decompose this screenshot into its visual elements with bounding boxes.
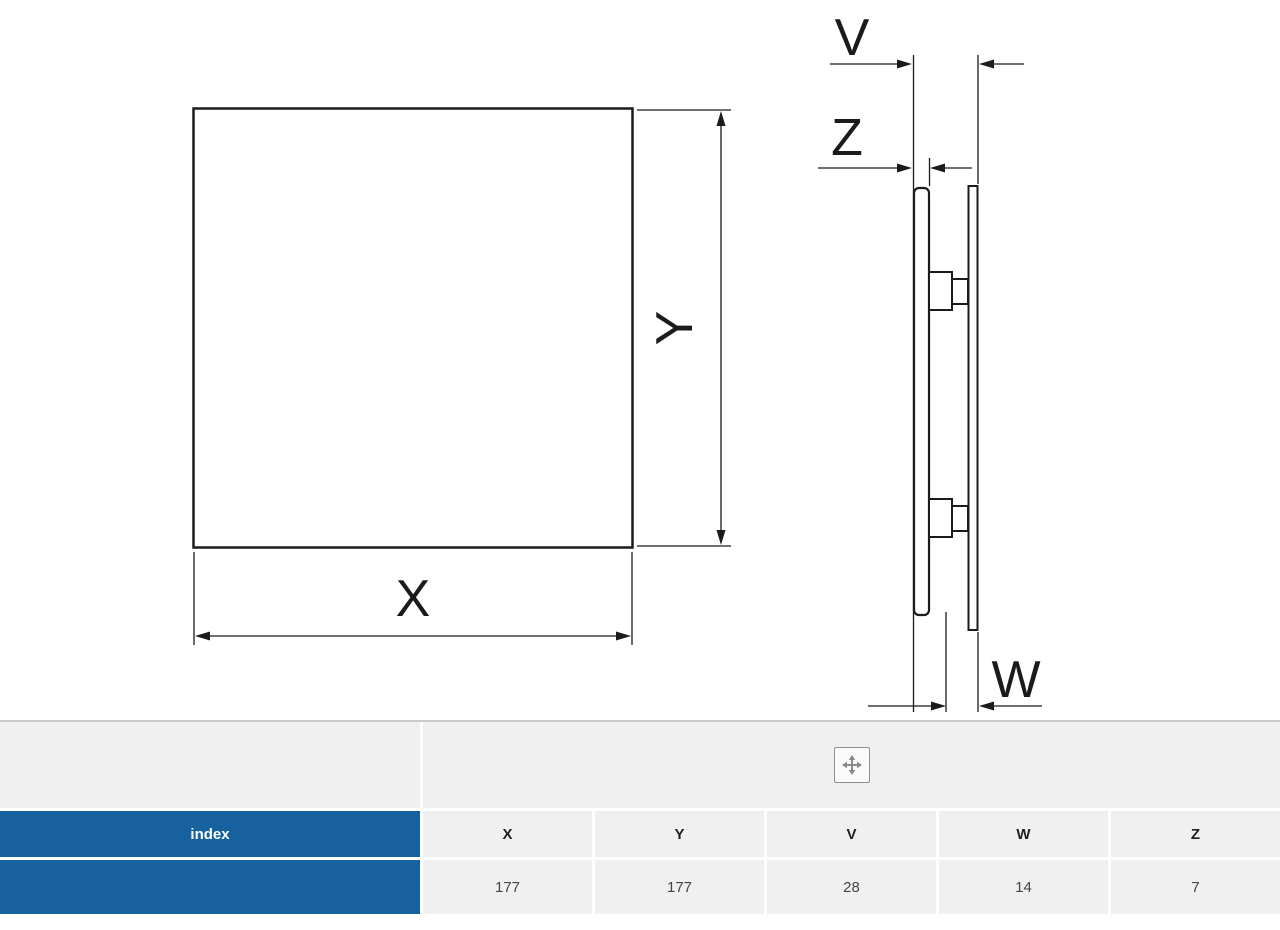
y-dimension-arrows — [716, 111, 726, 545]
col-header-v: V — [767, 811, 936, 857]
dimension-diagram-svg: Y X — [192, 9, 1042, 712]
v-dimension-arrows — [897, 59, 994, 69]
x-dim-label: X — [396, 570, 431, 628]
w-dimension-arrows — [931, 701, 994, 711]
x-dimension-arrows — [195, 631, 631, 641]
move-dimensions-icon[interactable] — [833, 747, 870, 783]
table-icon-cell — [423, 722, 1280, 808]
x-dimension — [193, 552, 633, 645]
value-w: 14 — [939, 860, 1108, 914]
col-header-y: Y — [595, 811, 764, 857]
value-z: 7 — [1111, 860, 1280, 914]
index-label: index — [190, 825, 230, 843]
w-dim-label: W — [991, 651, 1040, 709]
index-header-cell: index — [0, 811, 420, 857]
y-dimension — [637, 109, 731, 547]
side-view — [912, 185, 979, 631]
dimensions-table: index X Y V W Z 177 177 28 14 7 — [0, 720, 1280, 914]
value-v: 28 — [767, 860, 936, 914]
col-header-z: Z — [1111, 811, 1280, 857]
table-corner-cell — [0, 722, 420, 808]
col-header-w: W — [939, 811, 1108, 857]
index-value-cell — [0, 860, 420, 914]
dimension-diagram: Y X — [192, 9, 1042, 712]
z-dimension-arrows — [897, 163, 945, 173]
front-view — [192, 107, 634, 549]
y-dim-label: Y — [646, 311, 704, 346]
value-y: 177 — [595, 860, 764, 914]
value-x: 177 — [423, 860, 592, 914]
move-arrows-glyph — [841, 754, 862, 776]
z-dim-label: Z — [831, 109, 863, 167]
side-extension-lines — [912, 55, 979, 712]
col-header-x: X — [423, 811, 592, 857]
v-dim-label: V — [835, 9, 870, 67]
